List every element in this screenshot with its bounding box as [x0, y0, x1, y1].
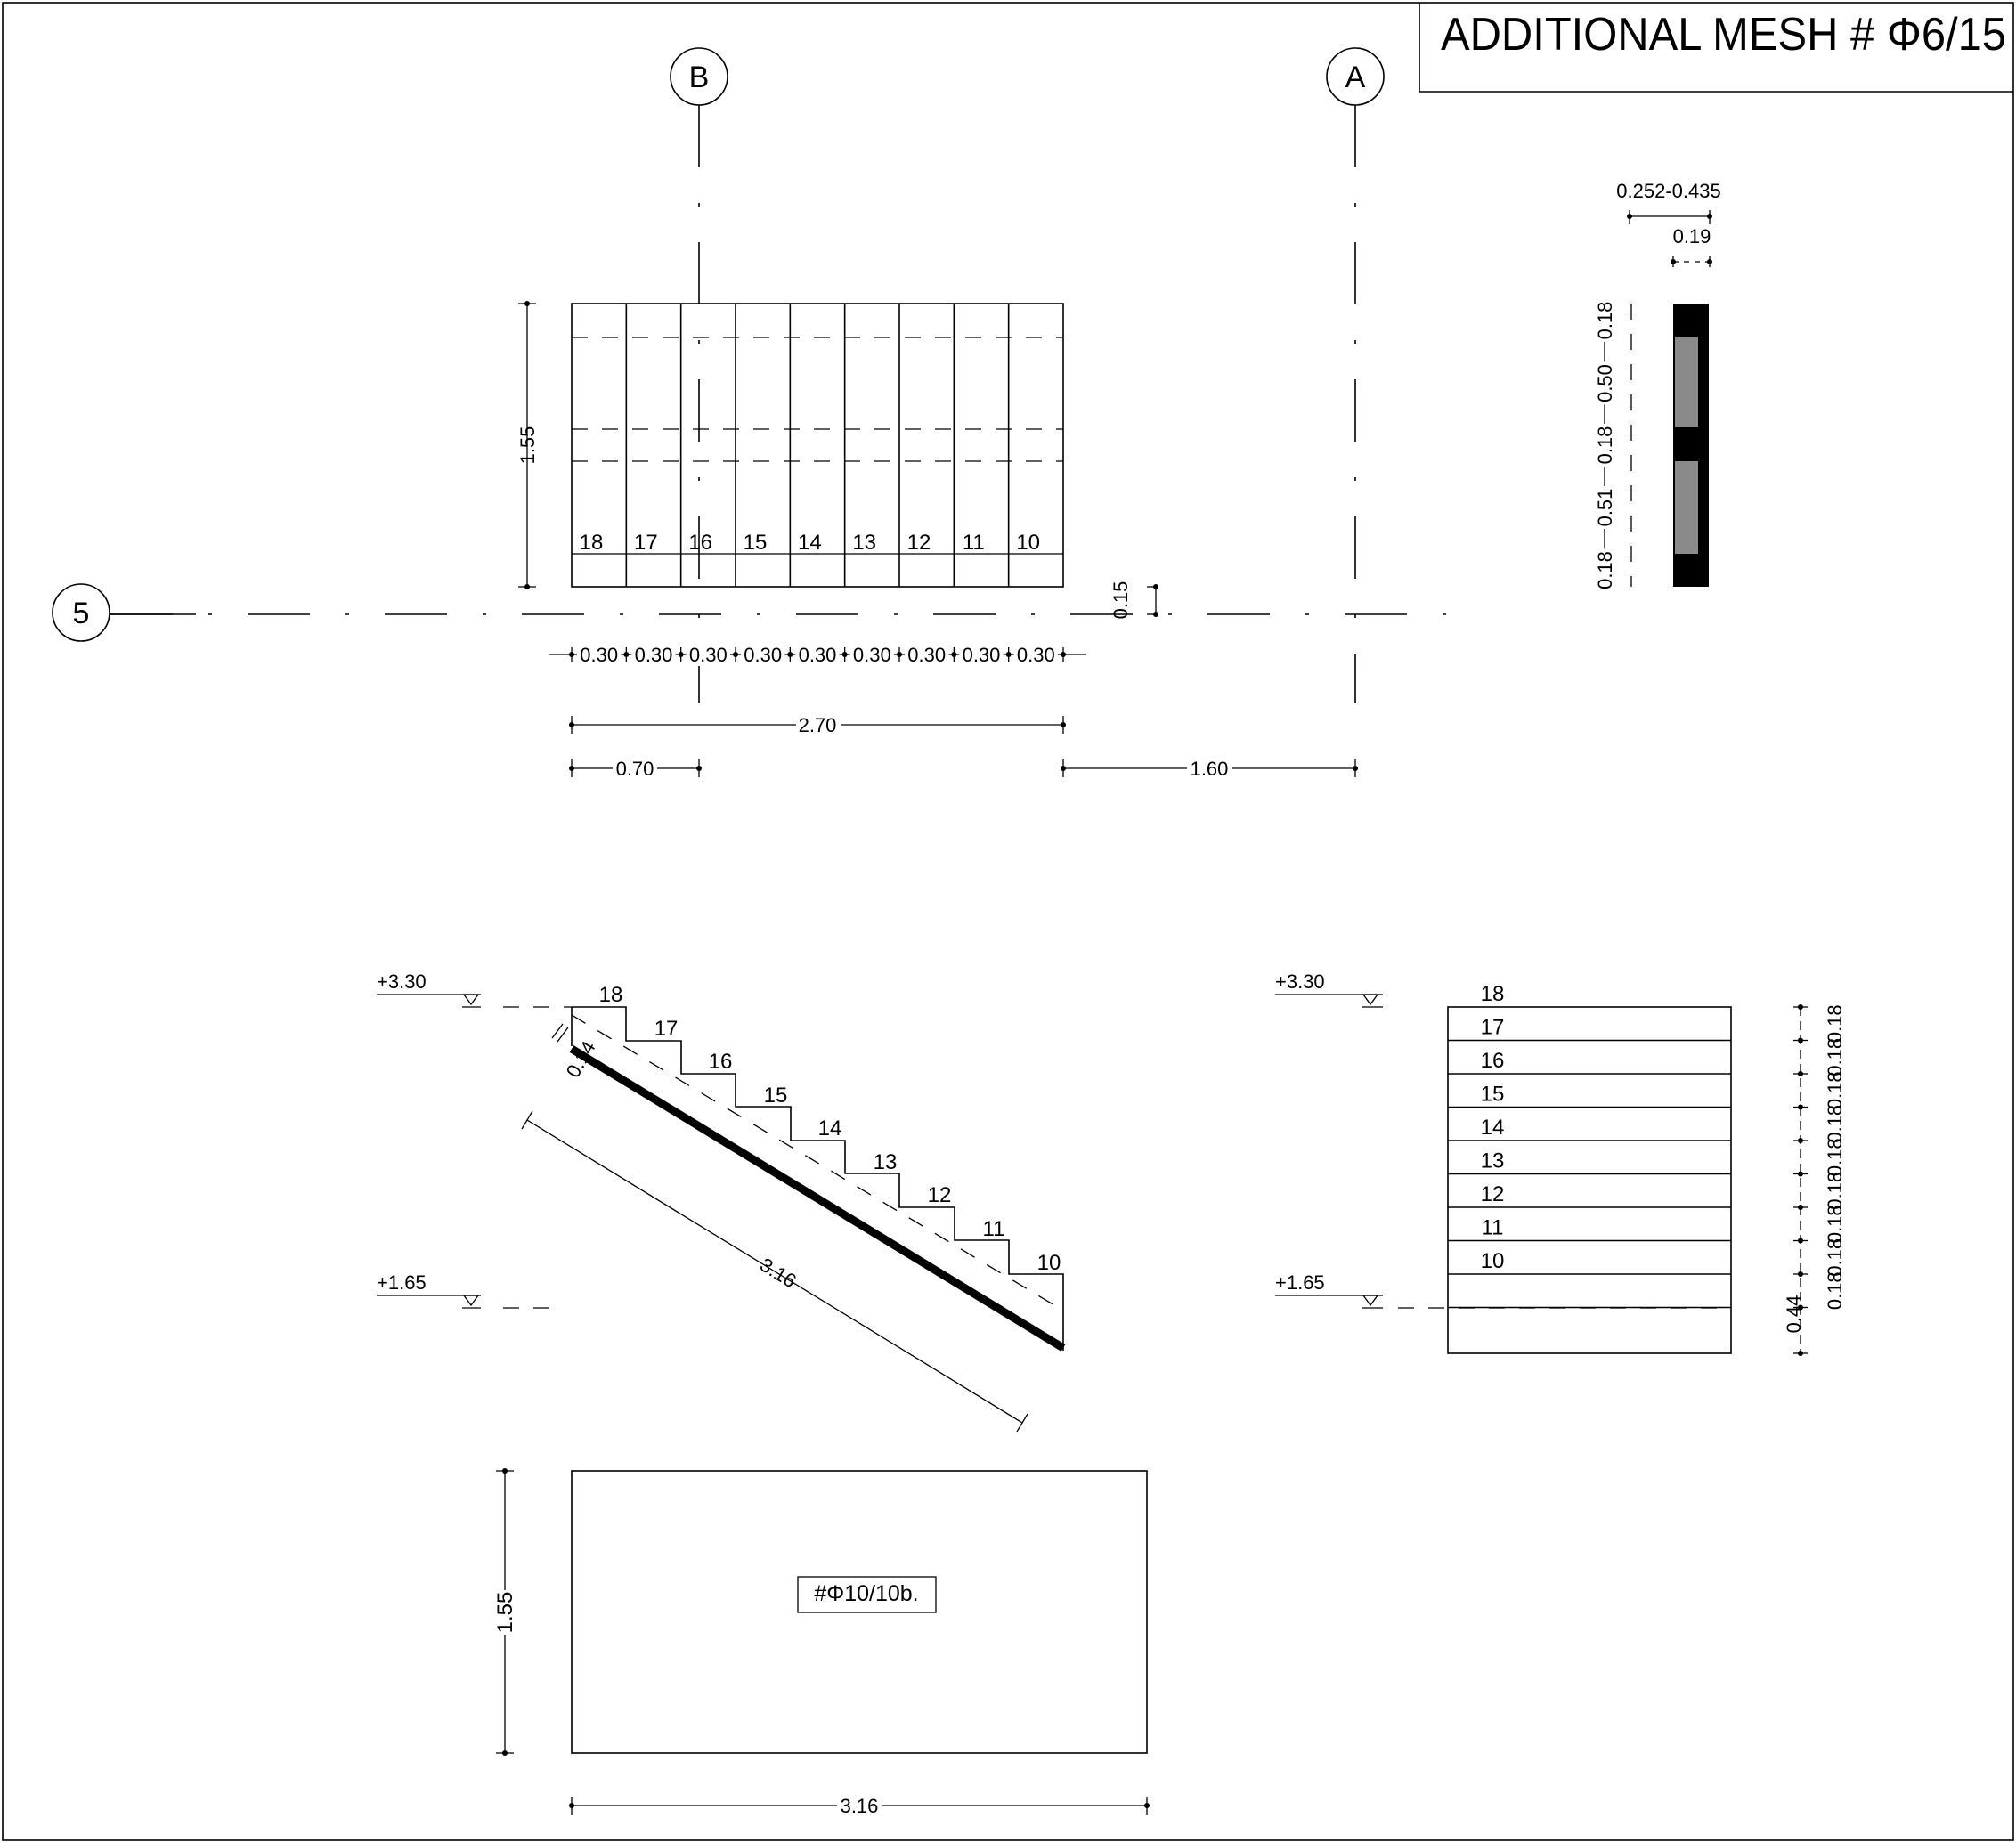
section-length-dim-line	[526, 1119, 1023, 1424]
section-top-level: +3.30	[377, 970, 427, 993]
slab-width-dim: 1.55	[493, 1592, 517, 1634]
slab-soffit	[569, 1045, 1066, 1352]
axis-bubble-5	[52, 583, 110, 642]
detail-dim: 0.51	[1594, 489, 1616, 527]
section-step-number: 18	[599, 983, 623, 1007]
elevation-outline	[1447, 1006, 1732, 1354]
mesh-infill-upper	[1675, 337, 1698, 427]
tread-dim: 0.30	[853, 644, 891, 666]
riser-dim: 0.18	[1824, 1205, 1846, 1243]
riser-dim: 0.18	[1824, 1004, 1846, 1043]
section-step-number: 17	[654, 1017, 679, 1041]
plan-step-number: 13	[852, 531, 876, 555]
rebar-label: #Φ10/10b.	[814, 1581, 918, 1606]
detail-thickness-dim: 0.19	[1673, 225, 1711, 248]
plan-step-number: 12	[907, 531, 931, 555]
riser-dim: 0.18	[1824, 1071, 1846, 1109]
plan-step-number: 16	[688, 531, 712, 555]
stair-plan: 18 17 16 15 14 13 12 11 10 1.55 0.15 0.30 0.30 0.3…	[516, 301, 1358, 780]
detail-dim: 0.50	[1594, 364, 1616, 402]
elevation-step-number: 16	[1481, 1049, 1505, 1073]
plan-step-number: 10	[1016, 531, 1040, 555]
section-step-number: 15	[764, 1084, 788, 1108]
plan-step-number: 14	[798, 531, 822, 555]
tread-dim: 0.30	[799, 644, 837, 666]
section-step-number: 13	[874, 1150, 898, 1174]
section-step-number: 12	[928, 1183, 952, 1207]
drawing-title: ADDITIONAL MESH # Φ6/15	[1441, 9, 2006, 61]
plan-step-number: 17	[634, 531, 658, 555]
section-step-number: 11	[983, 1217, 1005, 1241]
axis-bubble-a	[1326, 47, 1385, 106]
elevation-step-number: 13	[1481, 1149, 1505, 1173]
plan-gap-dim: 0.15	[1110, 581, 1132, 620]
tread-dim: 0.30	[635, 644, 673, 666]
elevation-bottom-level: +1.65	[1275, 1271, 1325, 1294]
title-block: ADDITIONAL MESH # Φ6/15	[1419, 3, 2013, 93]
section-detail: 0.252-0.435 0.19 0.18 0.50 0.18 0.51 0.18	[1594, 180, 1721, 592]
plan-width-dim: 1.55	[516, 426, 539, 465]
axis-bubble-b	[670, 47, 728, 106]
section-length-dim: 3.16	[756, 1254, 801, 1293]
plan-length-dim: 2.70	[799, 714, 837, 736]
plan-step-number: 11	[963, 531, 985, 555]
axis-label-5: 5	[73, 597, 90, 630]
riser-dim: 0.18	[1824, 1038, 1846, 1076]
tread-dim: 0.30	[580, 644, 618, 666]
detail-dim: 0.18	[1594, 302, 1616, 340]
section-bottom-level: +1.65	[377, 1271, 427, 1294]
detail-dim: 0.18	[1594, 426, 1616, 465]
riser-dim: 0.18	[1824, 1172, 1846, 1210]
tread-dim: 0.30	[744, 644, 782, 666]
axis-label-b: B	[689, 61, 710, 94]
slab-outline	[571, 1470, 1148, 1754]
elevation-step-number: 12	[1481, 1182, 1505, 1206]
rebar-label-box	[797, 1576, 937, 1613]
section-step-number: 14	[818, 1116, 842, 1141]
slab-length-dim: 3.16	[841, 1795, 879, 1817]
elevation-step-number: 10	[1481, 1249, 1505, 1273]
elevation-bottom-dim: 0.44	[1783, 1295, 1805, 1334]
plan-step-number: 18	[580, 531, 604, 555]
elevation-top-level: +3.30	[1275, 970, 1325, 993]
elevation-step-number: 17	[1481, 1016, 1505, 1040]
tread-dim: 0.30	[963, 644, 1001, 666]
tread-dim: 0.30	[907, 644, 946, 666]
axis-label-a: A	[1345, 61, 1366, 94]
riser-dim: 0.18	[1824, 1271, 1846, 1310]
tread-dim: 0.30	[1017, 644, 1055, 666]
elevation-step-number: 11	[1482, 1216, 1504, 1240]
section-step-number: 16	[709, 1050, 733, 1074]
tread-dim: 0.30	[689, 644, 728, 666]
detail-dim: 0.18	[1594, 551, 1616, 589]
riser-dim: 0.18	[1824, 1238, 1846, 1277]
elevation-step-number: 14	[1481, 1116, 1505, 1140]
mesh-infill-lower	[1675, 461, 1698, 554]
slab-plan: #Φ10/10b. 1.55 3.16	[492, 1468, 1150, 1818]
riser-dim: 0.18	[1824, 1105, 1846, 1143]
step-profile	[572, 1006, 1064, 1351]
offset-b-dim: 0.70	[616, 758, 654, 780]
elevation-step-number: 15	[1481, 1083, 1505, 1107]
section-step-number: 10	[1037, 1251, 1061, 1275]
plan-step-number: 15	[744, 531, 768, 555]
plan-outline	[571, 303, 1064, 588]
grid-axes: B A 5	[52, 47, 1469, 703]
detail-range-dim: 0.252-0.435	[1616, 180, 1720, 202]
offset-a-dim: 1.60	[1191, 758, 1229, 780]
riser-dim: 0.18	[1824, 1138, 1846, 1176]
elevation-step-number: 18	[1481, 982, 1505, 1006]
